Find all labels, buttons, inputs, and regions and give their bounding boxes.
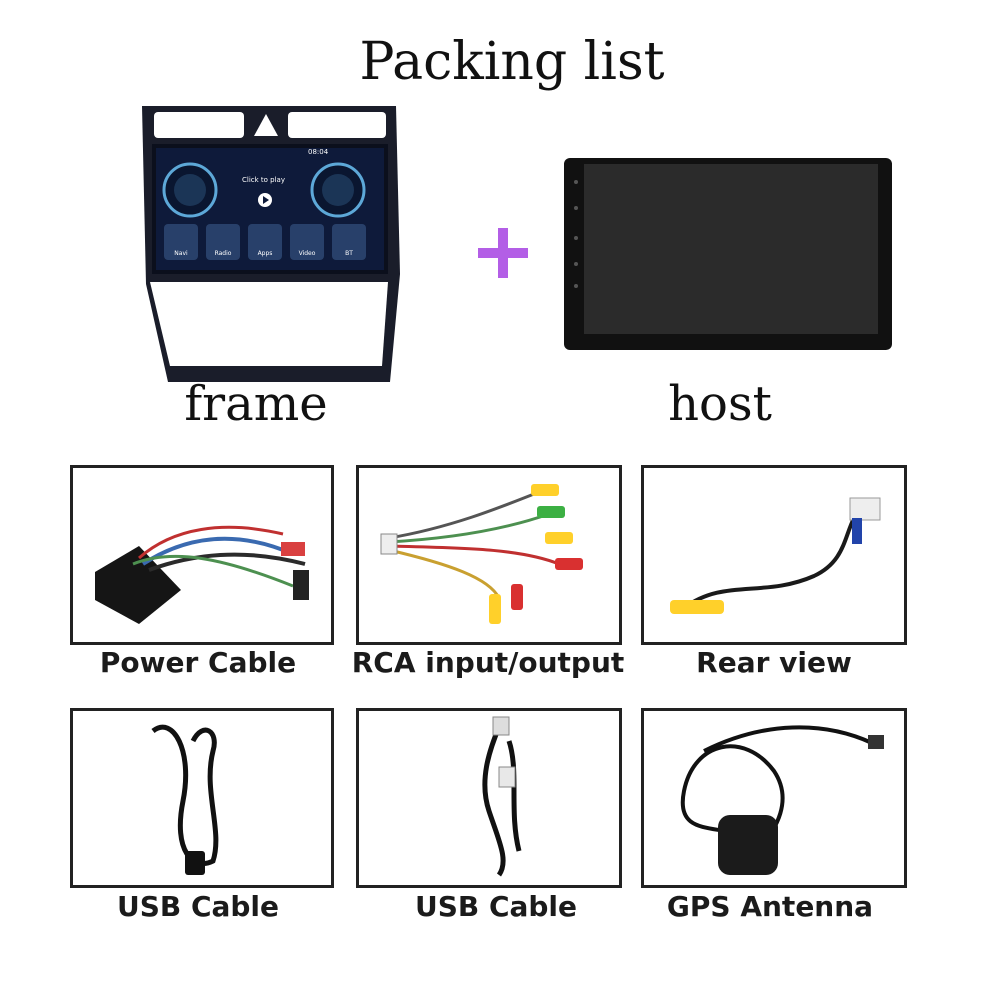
gps-antenna-box xyxy=(641,708,907,888)
usb-cable-icon-2 xyxy=(482,716,522,877)
frame-graphic xyxy=(142,106,400,382)
rear-view-box xyxy=(641,465,907,645)
item-label-rca: RCA input/output xyxy=(351,646,625,679)
item-label-power-cable: Power Cable xyxy=(99,646,297,679)
rear-view-cable-icon xyxy=(670,497,881,614)
host-graphic xyxy=(564,158,892,350)
app-label-radio: Radio xyxy=(214,250,232,257)
item-label-usb-cable-1: USB Cable xyxy=(116,890,280,923)
host-image xyxy=(562,156,894,352)
usb-cable-icon-1 xyxy=(151,724,219,875)
app-label-navi: Navi xyxy=(174,250,188,257)
rca-cable-box xyxy=(356,465,622,645)
usb-cable-box-1 xyxy=(70,708,334,888)
page-title: Packing list xyxy=(359,32,665,92)
plus-icon xyxy=(478,228,528,278)
power-cable-box xyxy=(70,465,334,645)
frame-caption: frame xyxy=(184,376,328,432)
usb-cable-box-2 xyxy=(356,708,622,888)
item-label-rear-view: Rear view xyxy=(696,646,852,679)
app-label-bt: BT xyxy=(345,250,353,257)
item-label-gps-antenna: GPS Antenna xyxy=(666,890,874,923)
rca-cable-icon xyxy=(380,484,583,624)
app-label-apps: Apps xyxy=(257,250,273,257)
gps-antenna-icon xyxy=(680,725,884,875)
frame-image: 08:04 Click to play Navi Radio Apps Vide… xyxy=(138,104,400,382)
media-text: Click to play xyxy=(242,176,285,184)
status-time: 08:04 xyxy=(308,148,329,156)
item-label-usb-cable-2: USB Cable xyxy=(414,890,578,923)
host-caption: host xyxy=(668,376,772,432)
power-cable-icon xyxy=(95,525,309,624)
app-label-video: Video xyxy=(298,250,316,257)
